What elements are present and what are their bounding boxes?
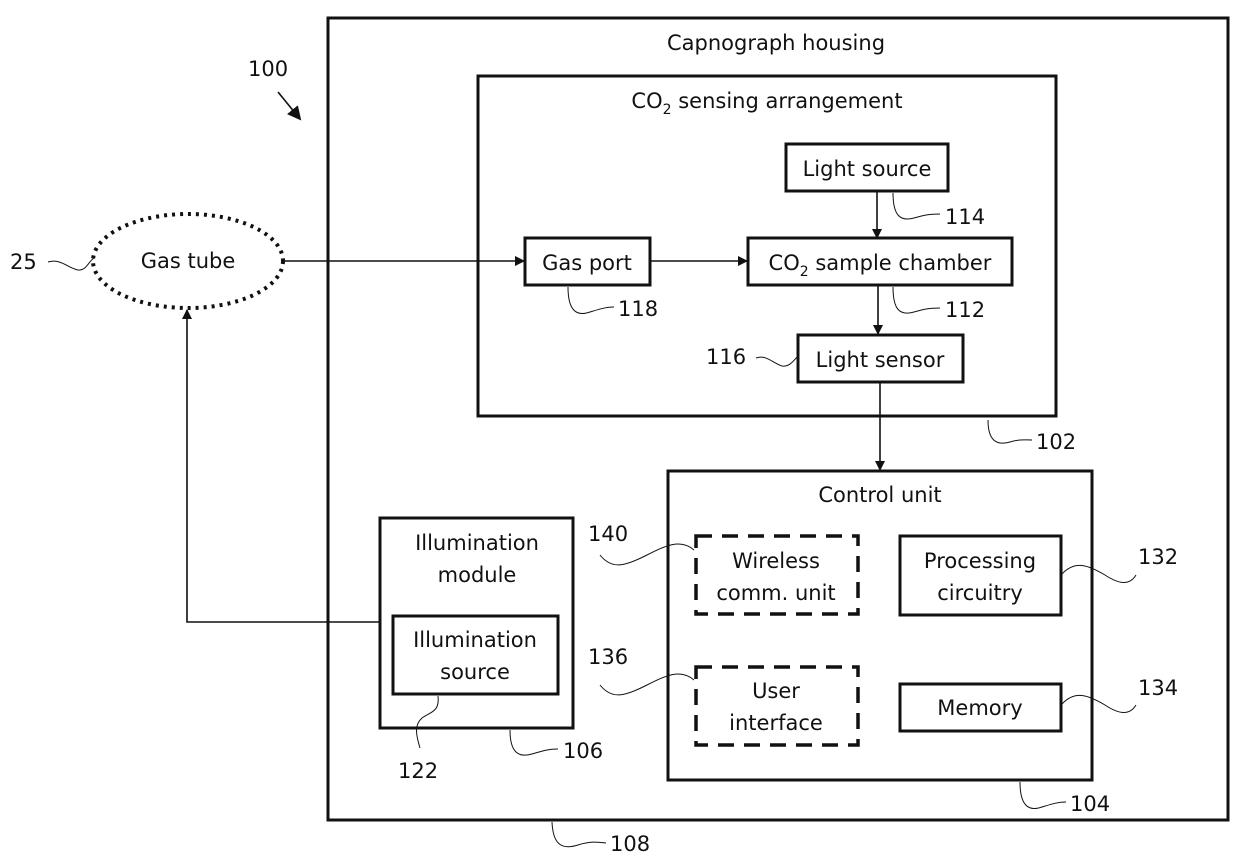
co2-sample-chamber-label: CO2 sample chamber (769, 251, 992, 280)
control-unit-label: Control unit (818, 483, 941, 507)
illumination-source-line1: Illumination (413, 628, 537, 652)
sample-chamber-leader (893, 287, 940, 313)
memory-label: Memory (937, 696, 1022, 720)
housing-leader (552, 822, 606, 847)
control-unit-ref: 104 (1070, 792, 1110, 816)
co2-sensing-arrangement-label: CO2 sensing arrangement (631, 89, 902, 118)
user-interface-ref: 136 (588, 645, 628, 669)
illumination-module-ref: 106 (563, 739, 603, 763)
processing-circuitry-ref: 132 (1138, 545, 1178, 569)
gas-port-leader (568, 287, 614, 314)
illumination-source-line2: source (440, 660, 510, 684)
co2-sensing-leader (988, 420, 1032, 443)
user-interface-line1: User (752, 679, 800, 703)
illumination-module-leader (510, 730, 558, 755)
user-interface-line2: interface (729, 711, 823, 735)
sample-chamber-ref: 112 (945, 298, 985, 322)
wireless-comm-unit-line2: comm. unit (716, 581, 835, 605)
capnograph-housing-label: Capnograph housing (667, 31, 885, 55)
gas-tube-label: Gas tube (141, 249, 236, 273)
co2-sensing-ref: 102 (1036, 430, 1076, 454)
housing-ref: 108 (610, 832, 650, 856)
illumination-source-leader (417, 696, 439, 748)
processing-circuitry-line1: Processing (924, 549, 1036, 573)
illumination-source-ref: 122 (398, 759, 438, 783)
light-source-label: Light source (803, 157, 932, 181)
wireless-comm-unit-line1: Wireless (732, 549, 820, 573)
light-source-leader (893, 193, 940, 219)
light-sensor-leader (756, 356, 798, 366)
illumination-module-line1: Illumination (415, 531, 539, 555)
light-sensor-ref: 116 (706, 345, 746, 369)
wireless-comm-unit-ref: 140 (588, 522, 628, 546)
illumination-to-gas-tube-arrow (187, 310, 380, 622)
gas-tube-ref: 25 (10, 250, 37, 274)
processing-circuitry-line2: circuitry (937, 581, 1023, 605)
light-sensor-label: Light sensor (816, 348, 945, 372)
illumination-module-line2: module (438, 563, 517, 587)
wireless-comm-unit-leader (600, 544, 694, 565)
light-source-ref: 114 (945, 205, 985, 229)
gas-tube-leader (48, 258, 94, 270)
user-interface-leader (600, 674, 694, 695)
co2-sensing-arrangement-box (478, 76, 1056, 416)
memory-ref: 134 (1138, 676, 1178, 700)
gas-port-label: Gas port (542, 251, 632, 275)
figure-ref: 100 (248, 57, 288, 81)
figure-ref-arrow (278, 92, 300, 119)
memory-leader (1062, 695, 1136, 712)
processing-circuitry-leader (1062, 565, 1136, 582)
gas-port-ref: 118 (618, 297, 658, 321)
control-unit-leader (1020, 782, 1066, 809)
